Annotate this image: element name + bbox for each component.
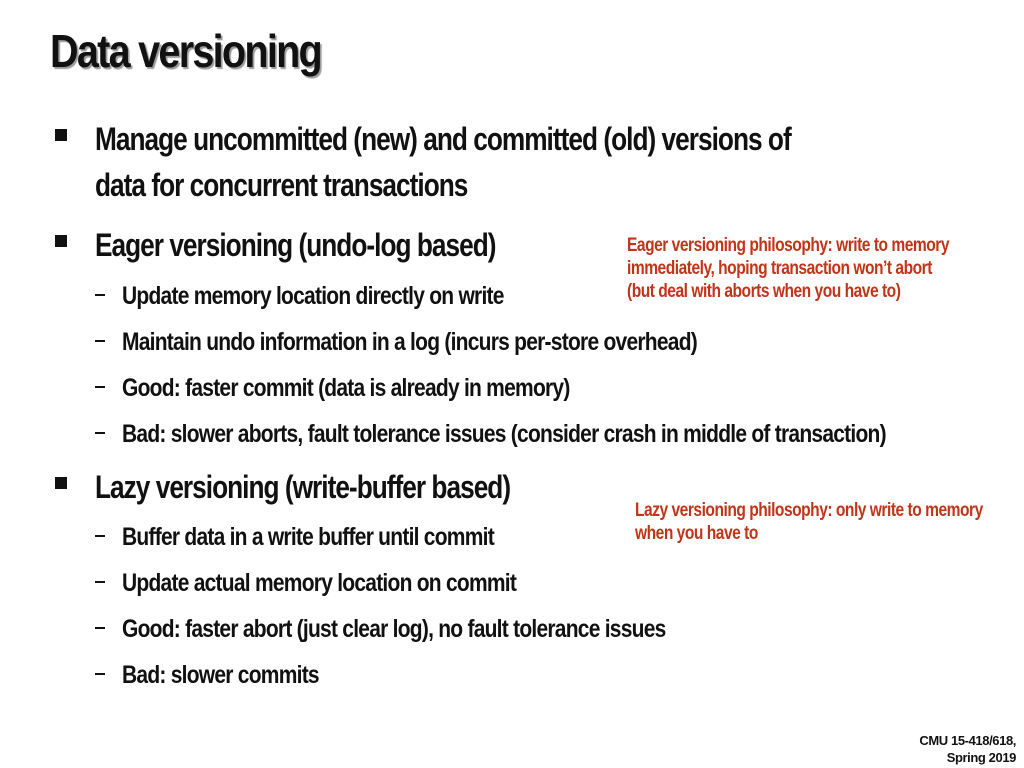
dash-icon xyxy=(95,432,105,434)
bullet-item: Lazy versioning (write-buffer based) xyxy=(55,464,601,510)
note-line: Lazy versioning philosophy: only write t… xyxy=(635,500,983,521)
lazy-philosophy-note: Lazy versioning philosophy: only write t… xyxy=(635,499,983,545)
sub-bullet-item: Maintain undo information in a log (incu… xyxy=(95,327,807,357)
dash-icon xyxy=(95,386,105,388)
eager-philosophy-note: Eager versioning philosophy: write to me… xyxy=(627,234,950,303)
bullet-square-icon xyxy=(55,477,67,489)
bullet-text: Lazy versioning (write-buffer based) xyxy=(95,469,511,505)
sub-bullet-item: Update actual memory location on commit xyxy=(95,568,591,598)
bullet-line: Manage uncommitted (new) and committed (… xyxy=(95,121,792,157)
sub-bullet-item: Buffer data in a write buffer until comm… xyxy=(95,522,565,552)
sub-bullet-text: Buffer data in a write buffer until comm… xyxy=(122,523,495,551)
footer-term: Spring 2019 xyxy=(946,750,1017,765)
sub-bullet-text: Maintain undo information in a log (incu… xyxy=(122,328,698,356)
sub-bullet-text: Bad: slower aborts, fault tolerance issu… xyxy=(122,420,887,448)
bullet-square-icon xyxy=(55,235,67,247)
note-line: Eager versioning philosophy: write to me… xyxy=(627,235,950,256)
bullet-text: Eager versioning (undo-log based) xyxy=(95,227,497,263)
sub-bullet-text: Update memory location directly on write xyxy=(122,282,504,310)
note-line: (but deal with aborts when you have to) xyxy=(627,281,901,302)
bullet-square-icon xyxy=(55,129,67,141)
sub-bullet-item: Update memory location directly on write xyxy=(95,281,576,311)
sub-bullet-item: Good: faster abort (just clear log), no … xyxy=(95,614,769,644)
dash-icon xyxy=(95,627,105,629)
bullet-line: data for concurrent transactions xyxy=(95,167,468,203)
bullet-item: Eager versioning (undo-log based) xyxy=(55,222,583,268)
bullet-text: Manage uncommitted (new) and committed (… xyxy=(95,116,792,208)
dash-icon xyxy=(95,294,105,296)
course-footer: CMU 15-418/618, Spring 2019 xyxy=(919,732,1016,766)
dash-icon xyxy=(95,340,105,342)
dash-icon xyxy=(95,535,105,537)
dash-icon xyxy=(95,673,105,675)
sub-bullet-text: Update actual memory location on commit xyxy=(122,569,517,597)
dash-icon xyxy=(95,581,105,583)
sub-bullet-text: Bad: slower commits xyxy=(122,661,320,689)
footer-course: CMU 15-418/618, xyxy=(919,733,1016,748)
sub-bullet-item: Good: faster commit (data is already in … xyxy=(95,373,655,403)
sub-bullet-item: Bad: slower commits xyxy=(95,660,356,690)
sub-bullet-text: Good: faster abort (just clear log), no … xyxy=(122,615,666,643)
bullet-item: Manage uncommitted (new) and committed (… xyxy=(55,116,943,208)
sub-bullet-item: Bad: slower aborts, fault tolerance issu… xyxy=(95,419,1024,449)
note-line: when you have to xyxy=(635,523,758,544)
sub-bullet-text: Good: faster commit (data is already in … xyxy=(122,374,570,402)
slide-title: Data versioning xyxy=(50,25,323,77)
note-line: immediately, hoping transaction won’t ab… xyxy=(627,258,932,279)
